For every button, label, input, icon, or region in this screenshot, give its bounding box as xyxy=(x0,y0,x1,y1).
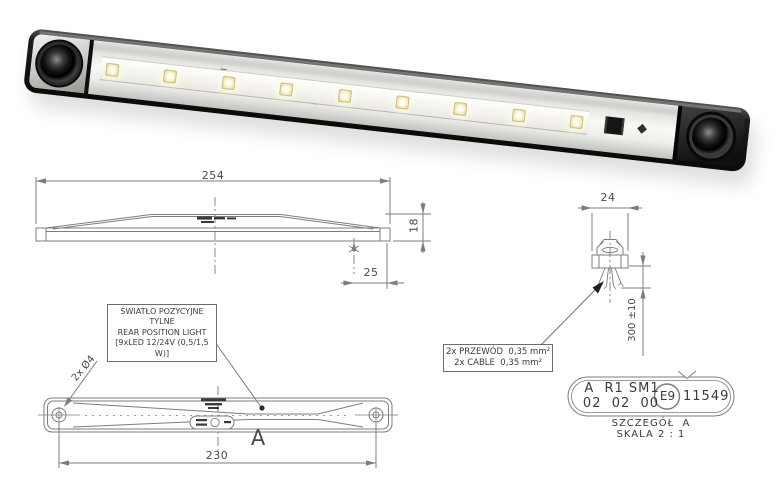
dim-cable-length: 300 ±10 xyxy=(627,298,638,342)
dim-end-width: 24 xyxy=(600,191,616,204)
bottom-view-drawing xyxy=(38,334,398,468)
dim-height: 18 xyxy=(407,218,421,233)
product-note-line1: ŚWIATŁO POZYCYJNE TYLNE xyxy=(120,307,204,327)
detail-caption: SZCZEGÓŁ A xyxy=(611,418,691,429)
side-view-drawing xyxy=(35,177,431,289)
e-mark: E9 xyxy=(659,389,676,403)
approval-number: 11549 xyxy=(683,389,730,404)
detail-marker: A xyxy=(250,426,266,450)
detail-a-drawing xyxy=(567,370,735,417)
cable-note-box: 2x PRZEWÓD 0,35 mm² 2x CABLE 0,35 mm² xyxy=(443,344,553,373)
end-view-drawing xyxy=(539,205,651,356)
dim-hole-spacing: 230 xyxy=(205,449,229,462)
dim-length: 254 xyxy=(201,169,225,182)
cable-note-line2: 2x CABLE 0,35 mm² xyxy=(454,358,542,369)
product-note-line2: REAR POSITION LIGHT xyxy=(117,327,207,337)
cable-note-line1: 2x PRZEWÓD 0,35 mm² xyxy=(446,347,551,357)
product-note-line3: [9xLED 12/24V (0,5/1,5 W)] xyxy=(115,338,209,358)
detail-label-row2: 02 02 00 xyxy=(582,396,660,411)
detail-label-row1: A R1 SM1 xyxy=(584,381,660,396)
product-note-box: ŚWIATŁO POZYCYJNE TYLNE REAR POSITION LI… xyxy=(107,304,217,362)
dim-cable-offset: 25 xyxy=(363,266,379,279)
detail-scale: SKALA 2 : 1 xyxy=(616,429,686,440)
